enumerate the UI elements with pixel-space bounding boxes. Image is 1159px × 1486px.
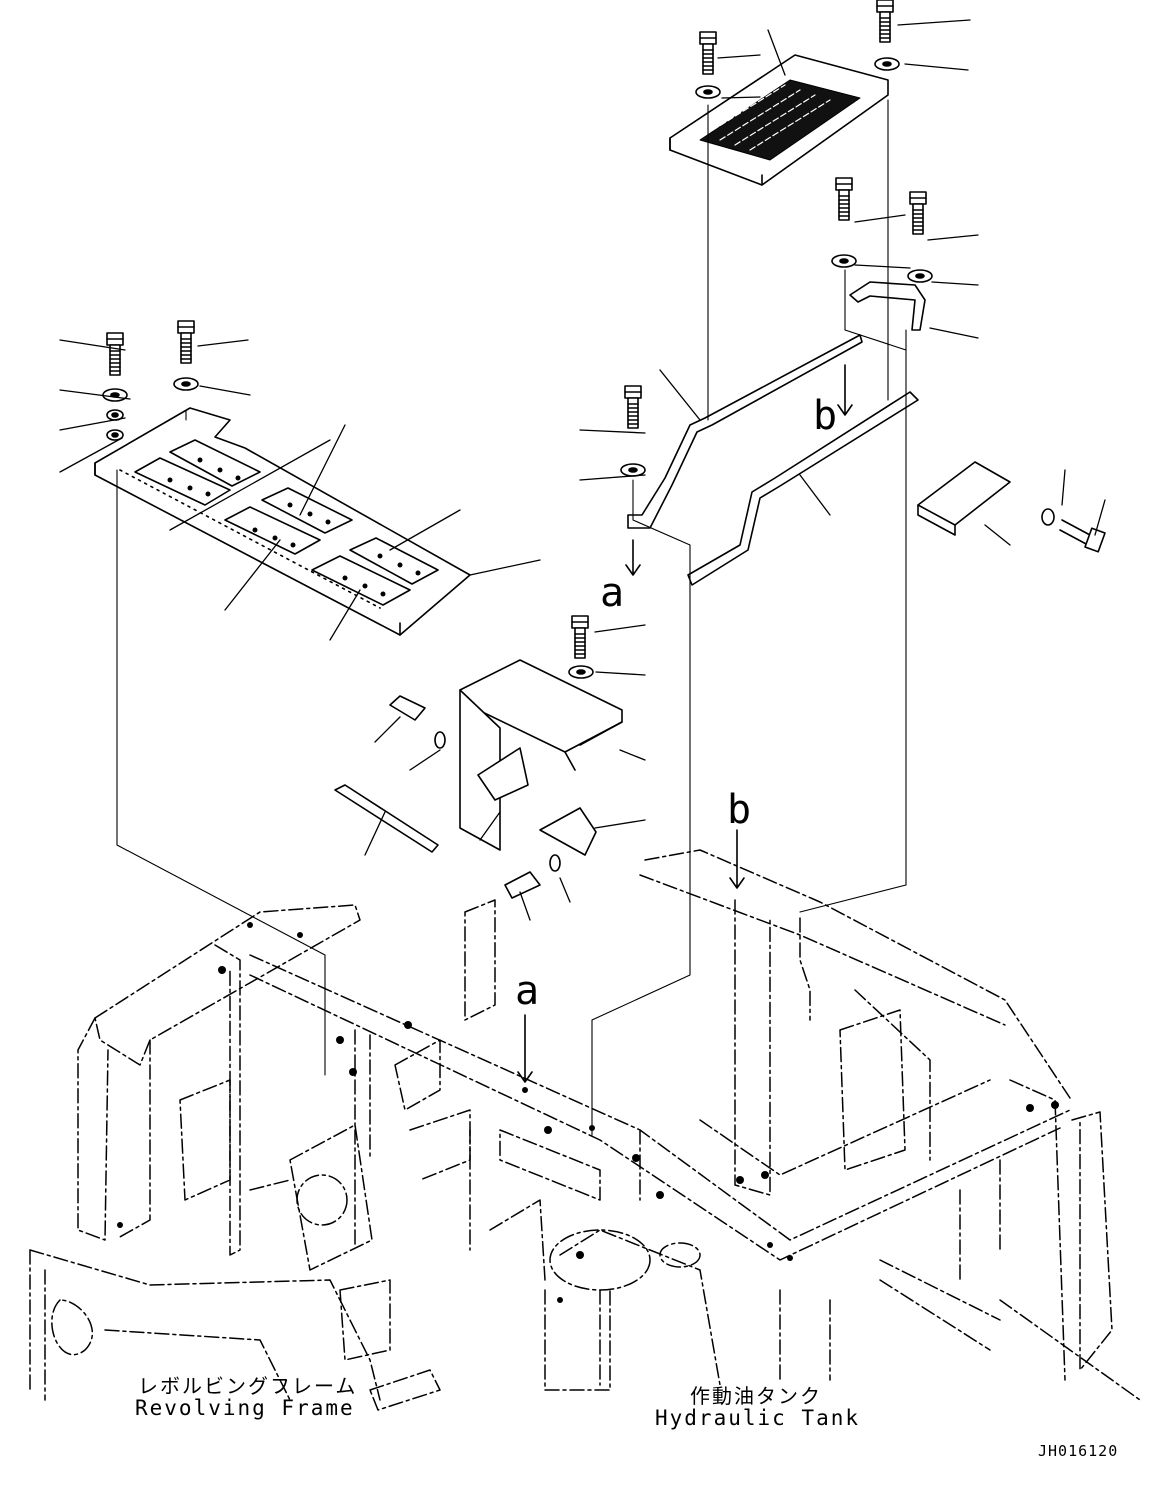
handrail-bars xyxy=(620,177,933,586)
washer-icon xyxy=(695,85,721,99)
washer-icon xyxy=(568,665,594,679)
callout-arrows xyxy=(517,829,745,1083)
callout-a-upper: a xyxy=(600,570,625,616)
guard-cover xyxy=(917,461,1106,553)
bolt-icon xyxy=(876,0,894,43)
bracket-assembly xyxy=(334,615,623,899)
bolt-icon xyxy=(106,332,124,376)
drawing-code: JH016120 xyxy=(1038,1442,1119,1460)
bolt-icon xyxy=(177,320,195,364)
bolt-icon xyxy=(571,615,589,659)
hydraulic-tank-label-jp: 作動油タンク xyxy=(690,1384,822,1408)
callout-a-lower: a xyxy=(515,968,540,1014)
washer-icon xyxy=(620,463,646,477)
frame-hardware xyxy=(117,922,1059,1303)
top-step-plate xyxy=(669,0,900,186)
revolving-frame-label-en: Revolving Frame xyxy=(135,1396,355,1420)
bolt-icon xyxy=(624,385,642,429)
bolt-icon xyxy=(909,191,927,235)
washer-icon xyxy=(102,388,128,402)
revolving-frame xyxy=(29,849,1141,1411)
callout-b-upper: b xyxy=(813,393,838,439)
washer-icon xyxy=(831,254,857,268)
leader-lines xyxy=(59,19,1106,921)
alignment-lines xyxy=(116,99,907,1136)
left-floor-plate xyxy=(94,320,471,636)
washer-icon xyxy=(874,57,900,71)
washer-icon xyxy=(907,269,933,283)
callout-b-lower: b xyxy=(727,787,752,833)
bolt-icon xyxy=(699,31,717,75)
washer-icon xyxy=(173,377,199,391)
hydraulic-tank-label-en: Hydraulic Tank xyxy=(655,1406,861,1430)
revolving-frame-label-jp: レボルビングフレーム xyxy=(138,1374,358,1398)
bolt-icon xyxy=(835,177,853,221)
